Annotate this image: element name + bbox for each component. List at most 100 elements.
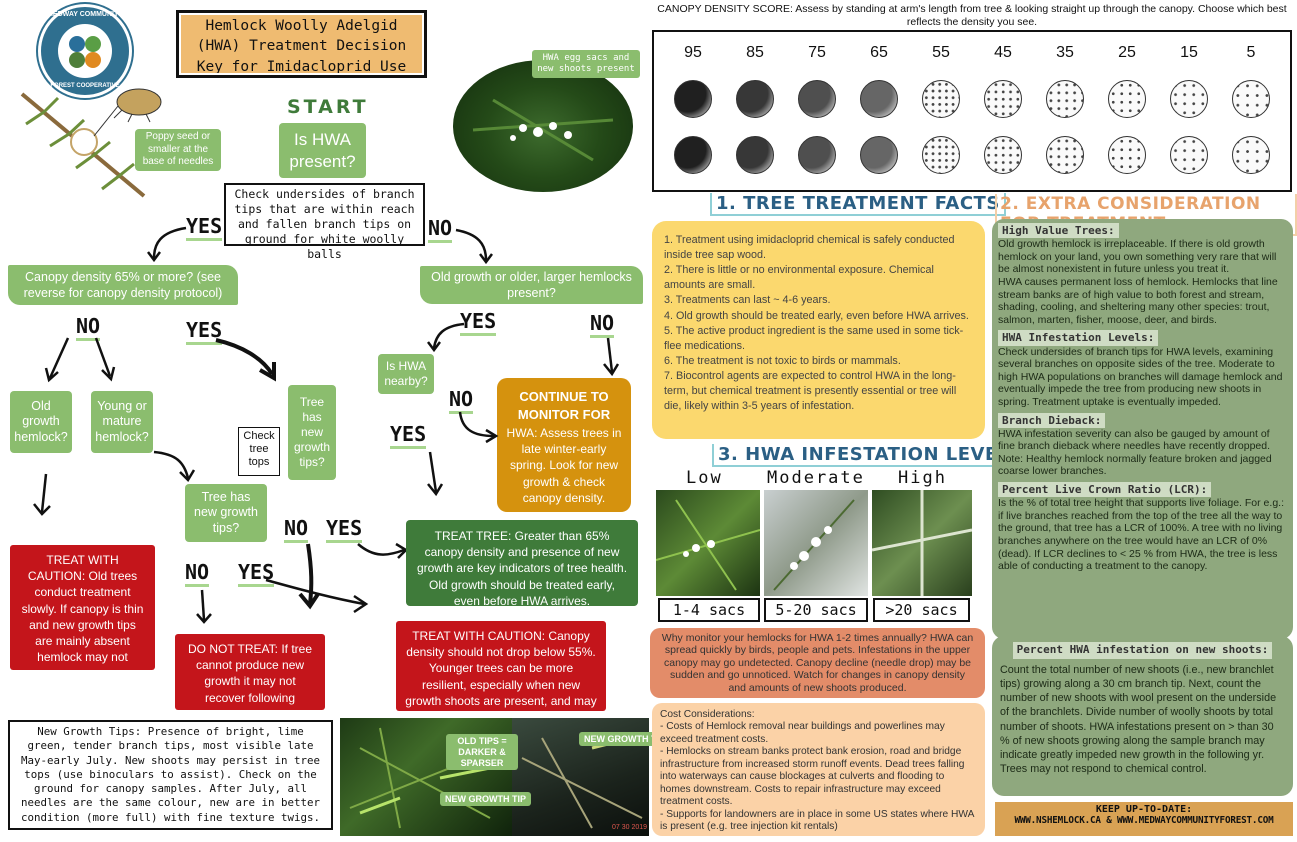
canopy-density-circle[interactable] (860, 80, 898, 118)
new-growth-tip-label-1: NEW GROWTH TIP (440, 792, 531, 806)
no-label-new-growth: NO (185, 560, 210, 587)
canopy-density-circle[interactable] (674, 80, 712, 118)
infestation-levels-body: Check undersides of branch tips for HWA … (998, 345, 1283, 408)
shoots-panel: Percent HWA infestation on new shoots: C… (992, 636, 1293, 796)
yes-label-hwa-nearby: YES (390, 422, 427, 449)
continue-monitor-title: CONTINUE TO MONITOR FOR (517, 389, 611, 422)
hwa-present-question: Is HWA present? (279, 123, 366, 178)
page-title: Hemlock Woolly Adelgid (HWA) Treatment D… (176, 10, 427, 78)
tree-new-growth-question-1: Tree has new growth tips? (288, 385, 336, 480)
canopy-density-circle[interactable] (1232, 80, 1270, 118)
lcr-body: Is the % of total tree height that suppo… (998, 497, 1284, 573)
canopy-density-circle[interactable] (674, 136, 712, 174)
canopy-score-95: 95 (684, 44, 702, 61)
infestation-moderate-photo (764, 490, 868, 596)
arrow-no-new-growth (196, 589, 212, 624)
high-value-header: High Value Trees: (998, 223, 1119, 239)
fact-4: 4. Old growth should be treated early, e… (664, 309, 969, 322)
new-growth-tip-label-2: NEW GROWTH TIP (579, 732, 670, 746)
new-growth-tips-box: New Growth Tips: Presence of bright, lim… (8, 720, 333, 830)
treat-caution-young-box: TREAT WITH CAUTION: Canopy density shoul… (396, 621, 606, 724)
sacs-high: >20 sacs (873, 598, 970, 622)
arrow-yes-hwa-nearby (427, 451, 444, 497)
logo-text-bottom: FOREST COOPERATIVE (50, 83, 120, 89)
arrow-no-old-growth (603, 337, 620, 377)
continue-monitor-body: HWA: Assess trees in late winter-early s… (506, 426, 622, 505)
check-tree-tops-text: Check tree tops (243, 430, 275, 469)
photo-date: 07 30 2019 (612, 824, 648, 831)
canopy-density-circle[interactable] (860, 136, 898, 174)
logo-emblem-icon (58, 24, 112, 78)
new-growth-tips-text: New Growth Tips: Presence of bright, lim… (20, 725, 320, 824)
shoots-body: Count the total number of new shoots (i.… (1000, 663, 1277, 776)
canopy-density-circle[interactable] (736, 136, 774, 174)
no-label-canopy: NO (76, 314, 101, 341)
cost-panel: Cost Considerations: - Costs of Hemlock … (652, 703, 985, 836)
logo-text-top: MEDWAY COMMUNITY (47, 11, 123, 18)
canopy-density-circle[interactable] (984, 136, 1022, 174)
continue-monitor-box: CONTINUE TO MONITOR FOR HWA: Assess tree… (497, 378, 631, 512)
treat-caution-old-box: TREAT WITH CAUTION: Old trees conduct tr… (10, 545, 155, 680)
check-undersides-box: Check undersides of branch tips that are… (224, 183, 425, 261)
arrow-no-tree-tops (298, 543, 320, 610)
level-high: High (898, 468, 947, 488)
old-growth-question: Old growth or older, larger hemlocks pre… (420, 266, 643, 304)
egg-sacs-label: HWA egg sacs and new shoots present (532, 50, 640, 78)
fact-2: 2. There is little or no environmental e… (664, 264, 934, 292)
canopy-density-circle[interactable] (798, 136, 836, 174)
canopy-density-circle[interactable] (1046, 80, 1084, 118)
canopy-density-circle[interactable] (798, 80, 836, 118)
yes-label-tree-tops: YES (326, 516, 363, 543)
infestation-levels-header: HWA Infestation Levels: (998, 330, 1159, 346)
high-value-body-2: HWA causes permanent loss of hemlock. He… (998, 275, 1278, 326)
canopy-density-circle[interactable] (984, 80, 1022, 118)
page-title-text: Hemlock Woolly Adelgid (HWA) Treatment D… (181, 15, 422, 73)
canopy-density-circle[interactable] (922, 80, 960, 118)
canopy-density-circle[interactable] (1108, 80, 1146, 118)
do-not-treat-box: DO NOT TREAT: If tree cannot produce new… (175, 634, 325, 721)
canopy-density-circle[interactable] (1108, 136, 1146, 174)
canopy-density-circle[interactable] (922, 136, 960, 174)
canopy-header: CANOPY DENSITY SCORE: Assess by standing… (657, 3, 1287, 28)
level-moderate: Moderate (767, 468, 865, 488)
hwa-insect-illustration (14, 84, 164, 204)
canopy-density-circle[interactable] (1232, 136, 1270, 174)
canopy-score-5: 5 (1246, 44, 1256, 61)
canopy-density-circle[interactable] (736, 80, 774, 118)
arrow-no-canopy-right (94, 337, 116, 382)
egg-sacs-photo (453, 60, 633, 192)
infestation-high-photo (872, 490, 972, 596)
infestation-low-photo (656, 490, 760, 596)
arrow-no-hwa-nearby (458, 411, 499, 444)
footer-box: KEEP UP-TO-DATE: WWW.NSHEMLOCK.CA & WWW.… (995, 802, 1293, 836)
cost-item-3: - Supports for landowners are in place i… (660, 808, 974, 832)
no-label-tree-tops: NO (284, 516, 309, 543)
shoots-header: Percent HWA infestation on new shoots: (1012, 642, 1273, 659)
arrow-young-to-new-growth (153, 450, 196, 483)
extra-panel: High Value Trees: Old growth hemlock is … (992, 219, 1293, 639)
old-growth-hemlock-question: Old growth hemlock? (10, 391, 72, 453)
why-monitor-panel: Why monitor your hemlocks for HWA 1-2 ti… (650, 628, 985, 698)
canopy-density-circle[interactable] (1046, 136, 1084, 174)
tree-new-growth-question-2: Tree has new growth tips? (185, 484, 267, 542)
fact-7: 7. Biocontrol agents are expected to con… (664, 369, 957, 413)
arrow-yes-tree-tops (357, 542, 409, 559)
cost-title: Cost Considerations: (660, 709, 755, 720)
tree-facts-title: 1. TREE TREATMENT FACTS (710, 193, 1006, 216)
yes-label-canopy: YES (186, 318, 223, 345)
canopy-density-circle[interactable] (1170, 136, 1208, 174)
branch-dieback-body: HWA infestation severity can also be gau… (998, 427, 1272, 478)
canopy-score-45: 45 (994, 44, 1012, 61)
fact-3: 3. Treatments can last ~ 4-6 years. (664, 294, 831, 307)
canopy-density-circle[interactable] (1170, 80, 1208, 118)
canopy-score-55: 55 (932, 44, 950, 61)
footer-line-1: KEEP UP-TO-DATE: (1095, 804, 1193, 815)
canopy-65-question: Canopy density 65% or more? (see reverse… (8, 265, 238, 305)
arrow-old-growth-down (33, 473, 51, 516)
treat-tree-box: TREAT TREE: Greater than 65% canopy dens… (406, 520, 638, 608)
fact-1: 1. Treatment using imidacloprid chemical… (664, 234, 955, 262)
old-tips-label: OLD TIPS = DARKER & SPARSER (446, 734, 518, 771)
footer-line-2[interactable]: WWW.NSHEMLOCK.CA & WWW.MEDWAYCOMMUNITYFO… (1014, 815, 1274, 826)
